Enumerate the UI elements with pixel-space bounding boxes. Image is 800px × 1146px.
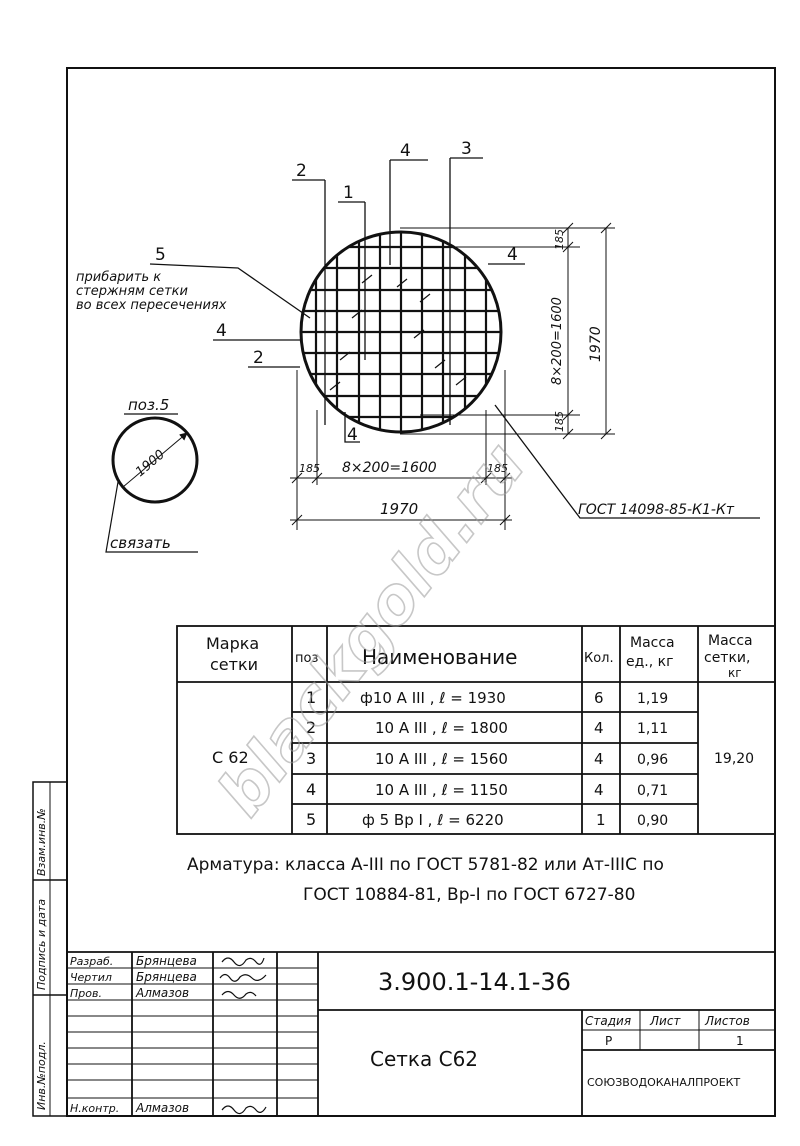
row-qty: 4 xyxy=(594,750,604,768)
dim-left-edge: 185 xyxy=(299,462,320,475)
name-nkontr: Алмазов xyxy=(135,1101,189,1115)
table-row: 1 ф10 А III , ℓ = 1930 6 1,19 xyxy=(306,688,668,707)
dim-bottom-edge: 185 xyxy=(553,411,566,432)
dim-overall-vertical: 1970 xyxy=(588,326,604,362)
header-qty: Кол. xyxy=(584,651,614,666)
stamp-podpis: Подпись и дата xyxy=(35,899,48,990)
row-mass: 1,11 xyxy=(637,721,668,737)
callout-4-top: 4 xyxy=(400,141,411,161)
callouts xyxy=(149,157,760,519)
organization: СОЮЗВОДОКАНАЛПРОЕКТ xyxy=(587,1076,740,1089)
drawing-title: Сетка С62 xyxy=(370,1047,478,1071)
pos5-diameter: 1900 xyxy=(133,447,168,480)
row-qty: 4 xyxy=(594,719,604,737)
row-pos: 4 xyxy=(306,780,316,799)
pos5-detail: поз.5 1900 связать xyxy=(105,396,199,553)
sheet-label: Лист xyxy=(649,1014,681,1028)
spec-table: Марка сетки поз Наименование Кол. Масса … xyxy=(176,625,776,835)
row-pos: 3 xyxy=(306,749,316,768)
header-net-mass-1: Масса xyxy=(708,633,753,649)
dim-top-edge: 185 xyxy=(553,229,566,250)
dim-right-edge: 185 xyxy=(487,462,508,475)
role-prov: Пров. xyxy=(70,987,102,1000)
gost-reference: ГОСТ 14098-85-К1-Кт xyxy=(578,502,735,518)
dim-overall-horizontal: 1970 xyxy=(380,500,418,518)
mesh-mark: С 62 xyxy=(212,748,249,767)
row-qty: 1 xyxy=(596,811,606,829)
header-pos: поз xyxy=(295,651,318,666)
note-line-1: Арматура: класса А-III по ГОСТ 5781-82 и… xyxy=(187,855,664,875)
row-mass: 0,96 xyxy=(637,752,668,768)
callout-4-right: 4 xyxy=(507,245,518,265)
header-net-mass-2: сетки, xyxy=(704,650,750,666)
stamp-inv-podl: Инв.№подл. xyxy=(35,1041,48,1110)
row-name: 10 А III , ℓ = 1560 xyxy=(375,750,508,768)
callout-2-top: 2 xyxy=(296,161,307,181)
row-name: 10 А III , ℓ = 1150 xyxy=(375,781,508,799)
row-pos: 1 xyxy=(306,688,316,707)
header-net-mass-3: кг xyxy=(728,666,742,680)
dim-horizontal-span: 8×200=1600 xyxy=(342,460,437,476)
callout-1: 1 xyxy=(343,183,354,203)
dim-vertical-span: 8×200=1600 xyxy=(550,297,565,385)
row-pos: 5 xyxy=(306,810,316,829)
header-mark-1: Марка xyxy=(206,634,259,653)
sheets-value: 1 xyxy=(736,1034,744,1048)
pos5-title: поз.5 xyxy=(128,396,169,414)
callout-3: 3 xyxy=(461,139,472,159)
side-stamp: Взам.инв.№ Подпись и дата Инв.№подл. xyxy=(32,781,68,1117)
title-block: Разраб. Брянцева Чертил Брянцева Пров. А… xyxy=(67,951,775,1116)
row-qty: 6 xyxy=(594,689,604,707)
pos5-note: связать xyxy=(110,534,171,552)
row-name: 10 А III , ℓ = 1800 xyxy=(375,719,508,737)
row-pos: 2 xyxy=(306,718,316,737)
row-qty: 4 xyxy=(594,781,604,799)
row-name: ф10 А III , ℓ = 1930 xyxy=(360,689,506,707)
pos5-ring xyxy=(111,416,199,504)
role-razrab: Разраб. xyxy=(70,955,113,968)
row-mass: 0,71 xyxy=(637,783,668,799)
table-row: 4 10 А III , ℓ = 1150 4 0,71 xyxy=(306,780,668,799)
callout-4-bottom: 4 xyxy=(347,425,358,445)
note-line-2: ГОСТ 10884-81, Вр-I по ГОСТ 6727-80 xyxy=(303,885,635,905)
name-chertil: Брянцева xyxy=(136,970,197,984)
weld-note: прибарить к стержням сетки во всех перес… xyxy=(76,270,227,313)
stage-label: Стадия xyxy=(585,1014,631,1028)
drawing-code: 3.900.1-14.1-36 xyxy=(378,968,571,996)
weld-note-line1: прибарить к xyxy=(76,270,161,285)
callout-4-left: 4 xyxy=(216,321,227,341)
mesh-drawing xyxy=(299,230,503,434)
name-razrab: Брянцева xyxy=(136,954,197,968)
weld-note-line3: во всех пересечениях xyxy=(76,298,227,313)
row-name: ф 5 Вр I , ℓ = 6220 xyxy=(362,811,504,829)
header-unit-mass-1: Масса xyxy=(630,635,675,651)
sheets-label: Листов xyxy=(704,1014,750,1028)
stamp-vzam: Взам.инв.№ xyxy=(35,808,48,876)
header-name: Наименование xyxy=(362,645,517,669)
callout-2-left: 2 xyxy=(253,348,264,368)
table-row: 2 10 А III , ℓ = 1800 4 1,11 xyxy=(306,718,668,737)
sheet-frame xyxy=(66,67,776,1117)
vertical-dimensions xyxy=(400,222,615,440)
callout-5: 5 xyxy=(155,245,166,265)
header-unit-mass-2: ед., кг xyxy=(626,654,673,670)
weld-note-line2: стержням сетки xyxy=(76,284,188,299)
row-mass: 1,19 xyxy=(637,691,668,707)
horizontal-dimensions xyxy=(290,370,512,530)
table-row: 5 ф 5 Вр I , ℓ = 6220 1 0,90 xyxy=(306,810,668,829)
row-mass: 0,90 xyxy=(637,813,668,829)
name-prov: Алмазов xyxy=(135,986,189,1000)
total-mass: 19,20 xyxy=(714,751,754,767)
header-mark-2: сетки xyxy=(210,655,258,674)
stage-value: Р xyxy=(605,1034,612,1048)
table-row: 3 10 А III , ℓ = 1560 4 0,96 xyxy=(306,749,668,768)
role-chertil: Чертил xyxy=(70,971,112,984)
watermark: blackgold.ru xyxy=(204,429,540,829)
signature xyxy=(219,957,267,1115)
role-nkontr: Н.контр. xyxy=(70,1102,119,1115)
